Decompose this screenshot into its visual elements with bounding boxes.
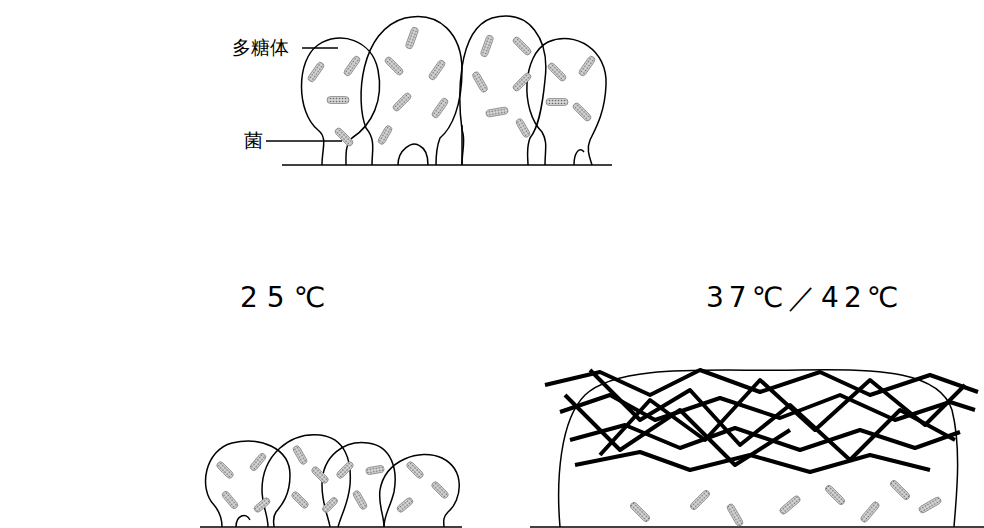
bacterium (405, 26, 419, 49)
polysaccharide-lobe (361, 17, 462, 165)
bacterium (405, 460, 424, 479)
bacteria-group (215, 26, 942, 527)
part-label: 多糖体 (232, 37, 289, 58)
bacterium (546, 99, 568, 106)
bacterium (321, 496, 339, 514)
bacterium (629, 501, 651, 523)
biofilm-37-42 (530, 370, 984, 527)
bacterium (431, 97, 449, 119)
bacterium (334, 127, 355, 148)
biofilm-25 (200, 435, 462, 527)
bacterium (430, 480, 449, 499)
polysaccharide-lobe (206, 441, 290, 527)
polysaccharide-lobe (322, 443, 395, 527)
bacterium (253, 497, 271, 514)
bacterium (215, 460, 234, 479)
bacterium (292, 445, 308, 466)
bacterium (860, 501, 881, 524)
bacterium (352, 490, 368, 511)
bacterium (480, 34, 494, 57)
bacterium (221, 490, 239, 510)
bacterium (377, 125, 393, 146)
bacterium (726, 503, 744, 527)
bacterium (384, 56, 405, 77)
bacterium (515, 118, 531, 139)
bacterium (249, 452, 267, 472)
bacterium (428, 59, 446, 81)
bacterium (327, 97, 349, 104)
leader-line (266, 140, 342, 142)
polysaccharide-lobe (460, 16, 546, 165)
bacterium (471, 71, 488, 94)
bacterium (689, 489, 711, 511)
bacterium (572, 102, 593, 123)
bacterium (824, 484, 846, 506)
substrate-line (530, 526, 984, 528)
bacterium (547, 62, 568, 83)
polysaccharide-edge (461, 125, 463, 165)
temperature-label: 25℃ (240, 283, 334, 314)
bacterium (918, 496, 942, 514)
bacterium (392, 92, 413, 113)
bacterium (290, 490, 309, 509)
bacterium (512, 72, 533, 93)
substrate-line (282, 164, 612, 166)
bacterium (779, 495, 802, 516)
polysaccharide-stem (574, 150, 584, 165)
bacterium (310, 465, 329, 484)
temperature-label: 37℃／42℃ (706, 283, 903, 314)
leader-line (302, 47, 338, 49)
polysaccharide-lobe (380, 455, 460, 527)
bacterium (889, 479, 911, 501)
polysaccharide-stem (398, 144, 428, 165)
biofilm-top (266, 16, 612, 165)
part-label: 菌 (244, 130, 263, 151)
bacterium (486, 107, 509, 118)
fiber-network (545, 370, 978, 472)
bacterium (307, 61, 325, 83)
substrate-line (200, 526, 462, 528)
bacterium (396, 497, 414, 514)
bacterium (578, 55, 596, 77)
bacterium (343, 55, 361, 77)
bacterium (512, 36, 533, 57)
bacterium (366, 465, 385, 475)
polysaccharide-stem (236, 516, 250, 527)
bacterium (335, 460, 354, 479)
polysaccharide-lobe (527, 39, 606, 165)
polysaccharide-lobe (262, 435, 350, 527)
